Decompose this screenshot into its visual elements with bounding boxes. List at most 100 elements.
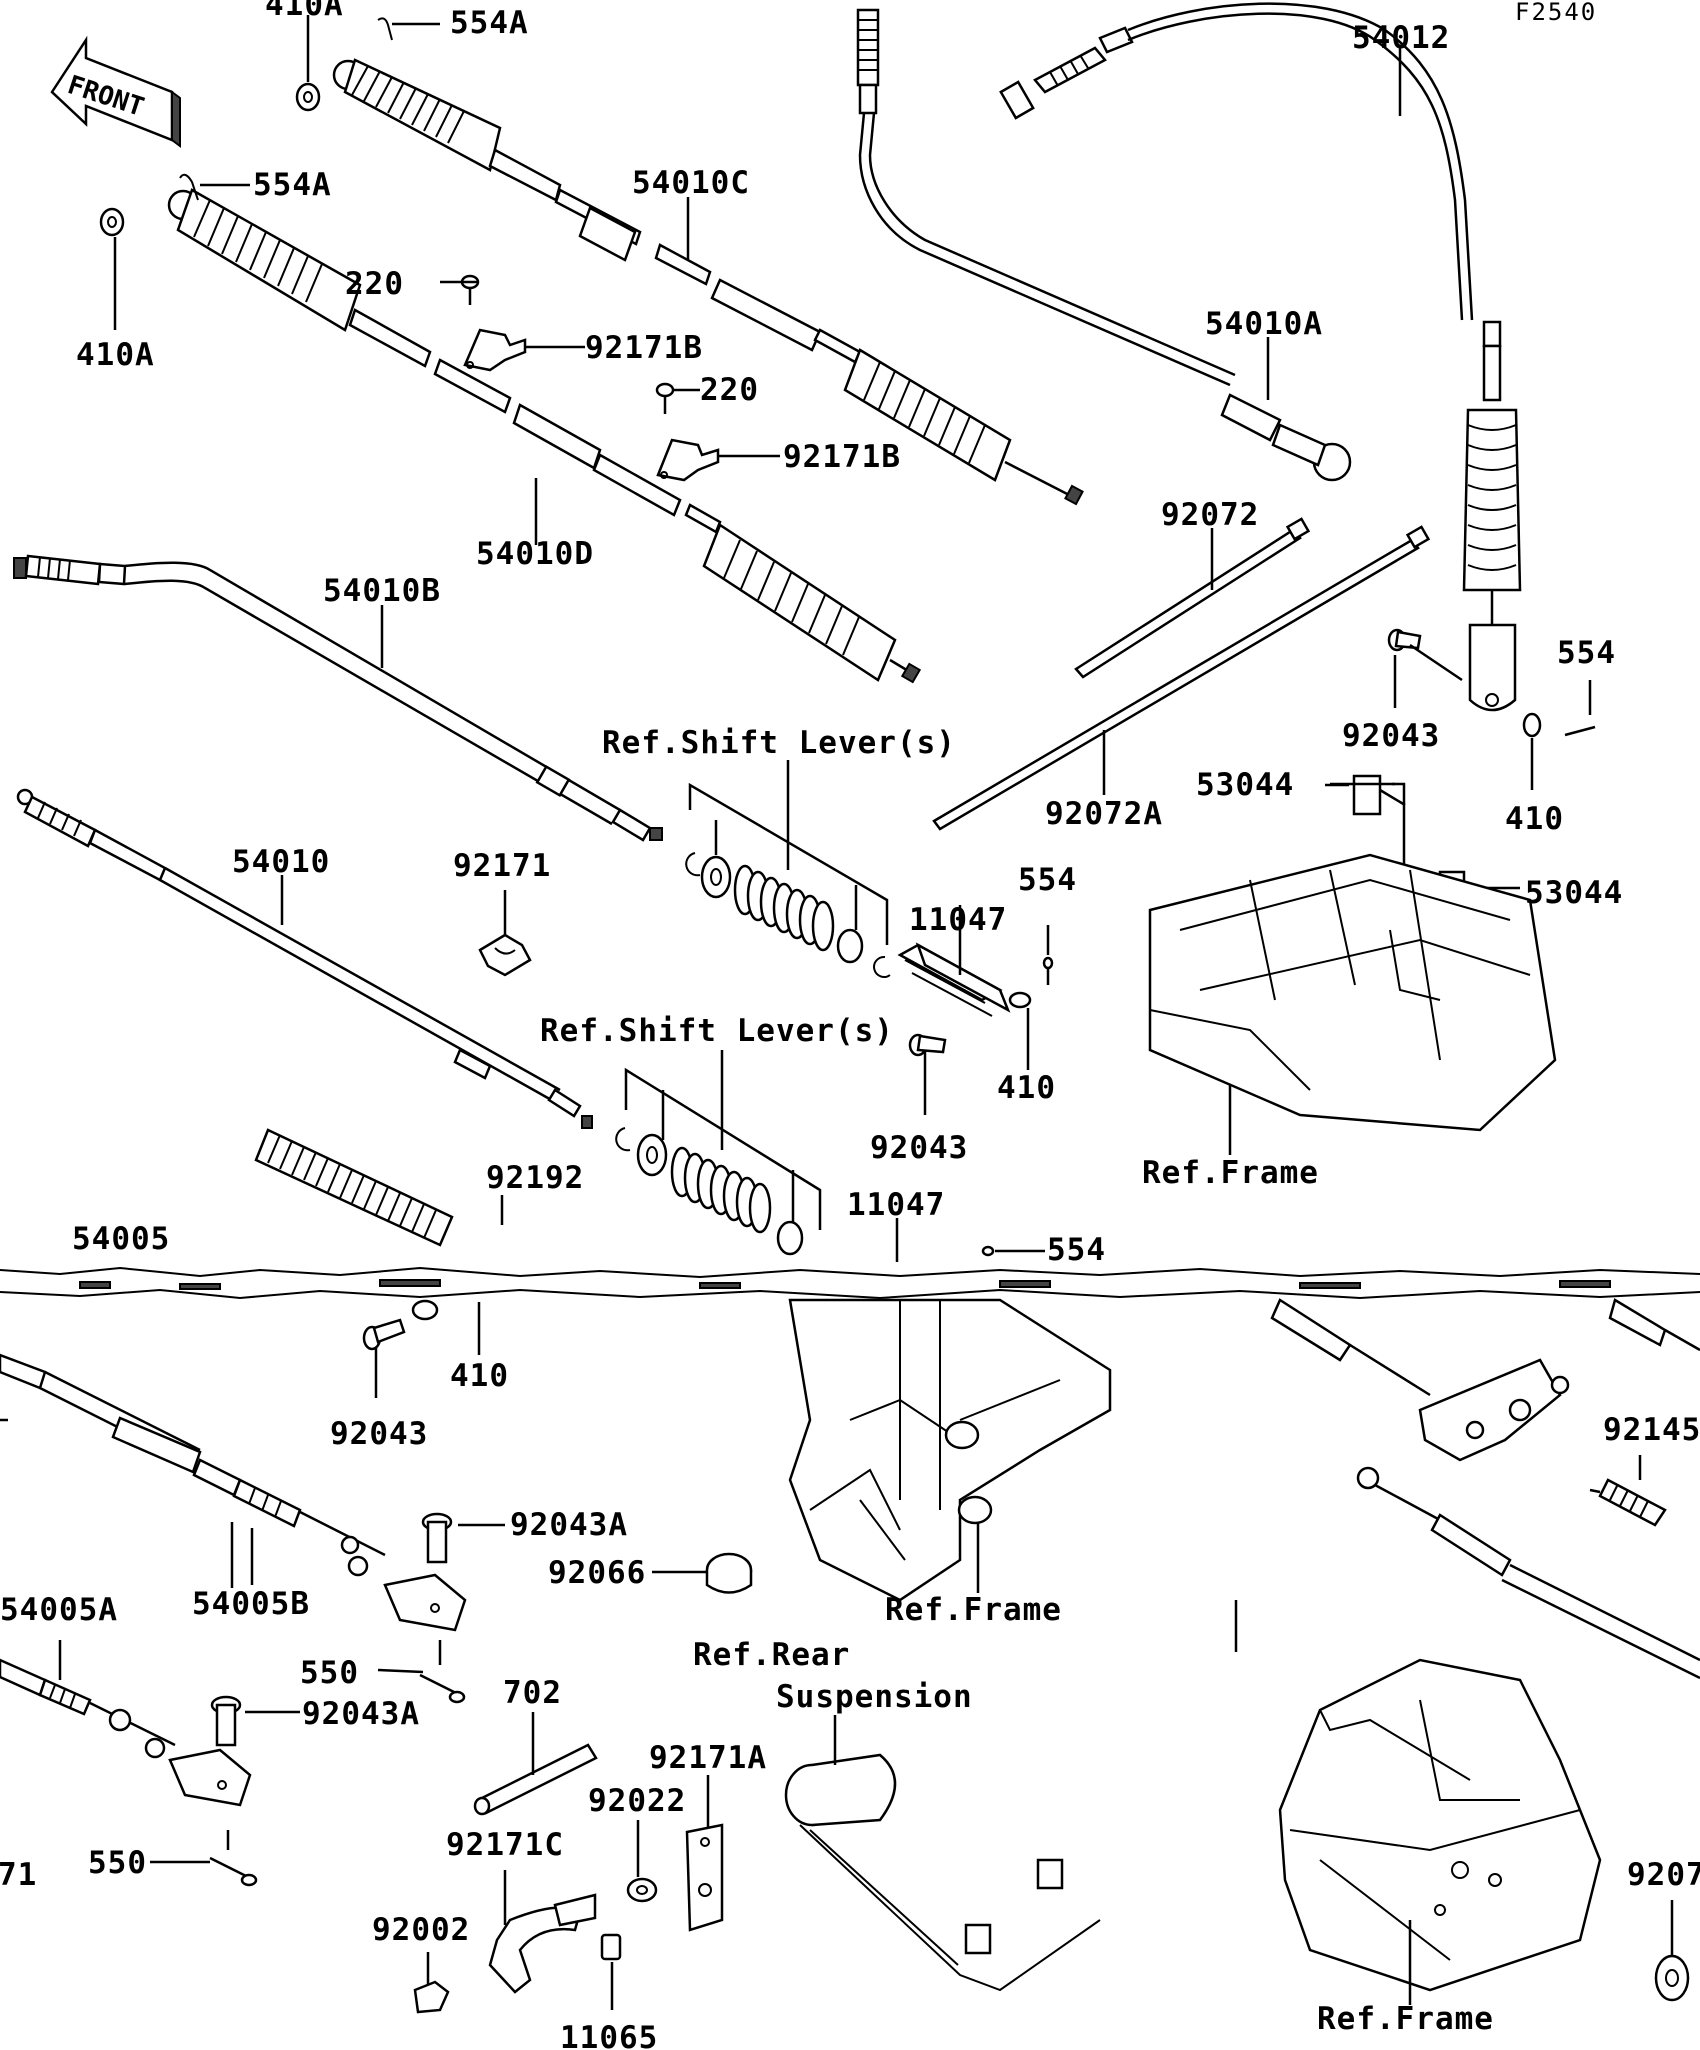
cable-54012 [999, 2, 1522, 712]
spring-92192 [254, 1128, 504, 1247]
leader-lines [230, 48, 1402, 1652]
front-arrow-icon: FRONT [50, 35, 181, 148]
cable-54010 [16, 788, 593, 1129]
label-92043a-a: 92043A [510, 1507, 628, 1543]
pin-92043-center [908, 1033, 947, 1115]
washer-410a-top [295, 15, 321, 112]
label-410-r: 410 [1505, 801, 1564, 837]
label-71: 71 [0, 1857, 37, 1893]
label-11047-b: 11047 [847, 1187, 945, 1223]
tie-92072 [1074, 517, 1311, 679]
pin-92043-right [1387, 628, 1463, 708]
label-ref-shift-1: Ref.Shift Lever(s) [602, 725, 956, 761]
cotter-554a-top [377, 17, 440, 41]
label-410a-left: 410A [76, 337, 155, 373]
ref-rear-suspension-icon [784, 1715, 1101, 1992]
clip-92171 [478, 890, 532, 977]
label-54005b: 54005B [192, 1586, 310, 1622]
label-92171b-b: 92171B [783, 439, 901, 475]
label-11047-a: 11047 [909, 902, 1007, 938]
label-554-low: 554 [1047, 1232, 1106, 1268]
label-92043-low: 92043 [330, 1416, 428, 1452]
ref-frame-1-icon [1148, 853, 1557, 1155]
washer-92022 [626, 1820, 658, 1903]
label-92192: 92192 [486, 1160, 584, 1196]
cotter-554-lower [981, 1245, 1045, 1257]
label-9207: 9207 [1627, 1857, 1700, 1893]
label-53044-a: 53044 [1196, 767, 1294, 803]
label-92002: 92002 [372, 1912, 470, 1948]
label-54010: 54010 [232, 844, 330, 880]
label-554a-mid: 554A [253, 167, 332, 203]
cable-54005a [0, 1640, 252, 1807]
label-550-a: 550 [300, 1655, 359, 1691]
washer-410-lower [411, 1299, 481, 1355]
pin-11065 [600, 1933, 622, 2010]
bolt-220-b [655, 382, 700, 414]
ref-frame-3-icon [1278, 1658, 1602, 2005]
cable-54010a [856, 8, 1352, 482]
label-ref-frame-1: Ref.Frame [1142, 1155, 1319, 1191]
cotter-550-b [150, 1830, 258, 1887]
label-410a-top: 410A [265, 0, 344, 23]
label-92171b-a: 92171B [585, 330, 703, 366]
cable-54010c [332, 58, 1084, 506]
cable-54005b [0, 1353, 467, 1632]
shift-lever-group-1 [685, 760, 891, 978]
bolt-220-a [440, 274, 480, 305]
label-54005: 54005 [72, 1221, 170, 1257]
label-554-r: 554 [1557, 635, 1616, 671]
label-92066: 92066 [548, 1555, 646, 1591]
washer-9207-right [1654, 1900, 1690, 2002]
label-ref-rear-2: Suspension [776, 1679, 973, 1715]
bracket-92171c [488, 1870, 597, 1994]
label-92022: 92022 [588, 1783, 686, 1819]
diagram-code: F2540 [1515, 0, 1597, 26]
label-92171a: 92171A [649, 1740, 767, 1776]
label-92043-r: 92043 [1342, 718, 1440, 754]
label-554a-top: 554A [450, 5, 529, 41]
label-220-b: 220 [700, 372, 759, 408]
label-54010a: 54010A [1205, 306, 1323, 342]
bolt-92002 [413, 1952, 450, 2014]
label-ref-frame-2: Ref.Frame [885, 1592, 1062, 1628]
label-554-c: 554 [1018, 862, 1077, 898]
tie-92072a [932, 525, 1431, 831]
cable-54010d [167, 188, 922, 684]
shift-lever-group-2 [615, 1050, 822, 1256]
part-11047-upper [897, 905, 1011, 1017]
label-92043a-b: 92043A [302, 1696, 420, 1732]
label-92043-c: 92043 [870, 1130, 968, 1166]
label-ref-frame-3: Ref.Frame [1317, 2001, 1494, 2037]
label-92171c: 92171C [446, 1827, 564, 1863]
clamp-92171b-a [463, 328, 585, 372]
label-550-b: 550 [88, 1845, 147, 1881]
pin-92043-lower [362, 1318, 406, 1398]
cotter-554-center [1042, 925, 1054, 985]
label-54010b: 54010B [323, 573, 441, 609]
label-702: 702 [503, 1675, 562, 1711]
label-92072: 92072 [1161, 497, 1259, 533]
ref-frame-2-icon [788, 1298, 1112, 1602]
label-410-c: 410 [997, 1070, 1056, 1106]
label-54010d: 54010D [476, 536, 594, 572]
label-ref-rear-1: Ref.Rear [693, 1637, 850, 1673]
scan-tear-band [0, 1262, 1700, 1302]
cable-right-lower [1270, 1298, 1700, 1462]
label-410-low: 410 [450, 1358, 509, 1394]
spring-92145 [1589, 1455, 1667, 1527]
label-ref-shift-2: Ref.Shift Lever(s) [540, 1013, 894, 1049]
cotter-554a-mid [179, 173, 250, 201]
label-53044-b: 53044 [1525, 875, 1623, 911]
washer-410a-left [99, 207, 125, 330]
label-92171: 92171 [453, 848, 551, 884]
cable-right-lower-2 [1356, 1466, 1700, 1680]
label-220-a: 220 [345, 266, 404, 302]
clip-92171a [685, 1775, 724, 1932]
rod-702 [473, 1712, 598, 1816]
pin-92043a-b [210, 1695, 300, 1747]
cotter-550-a [377, 1640, 466, 1704]
washer-410-center [1008, 991, 1032, 1070]
